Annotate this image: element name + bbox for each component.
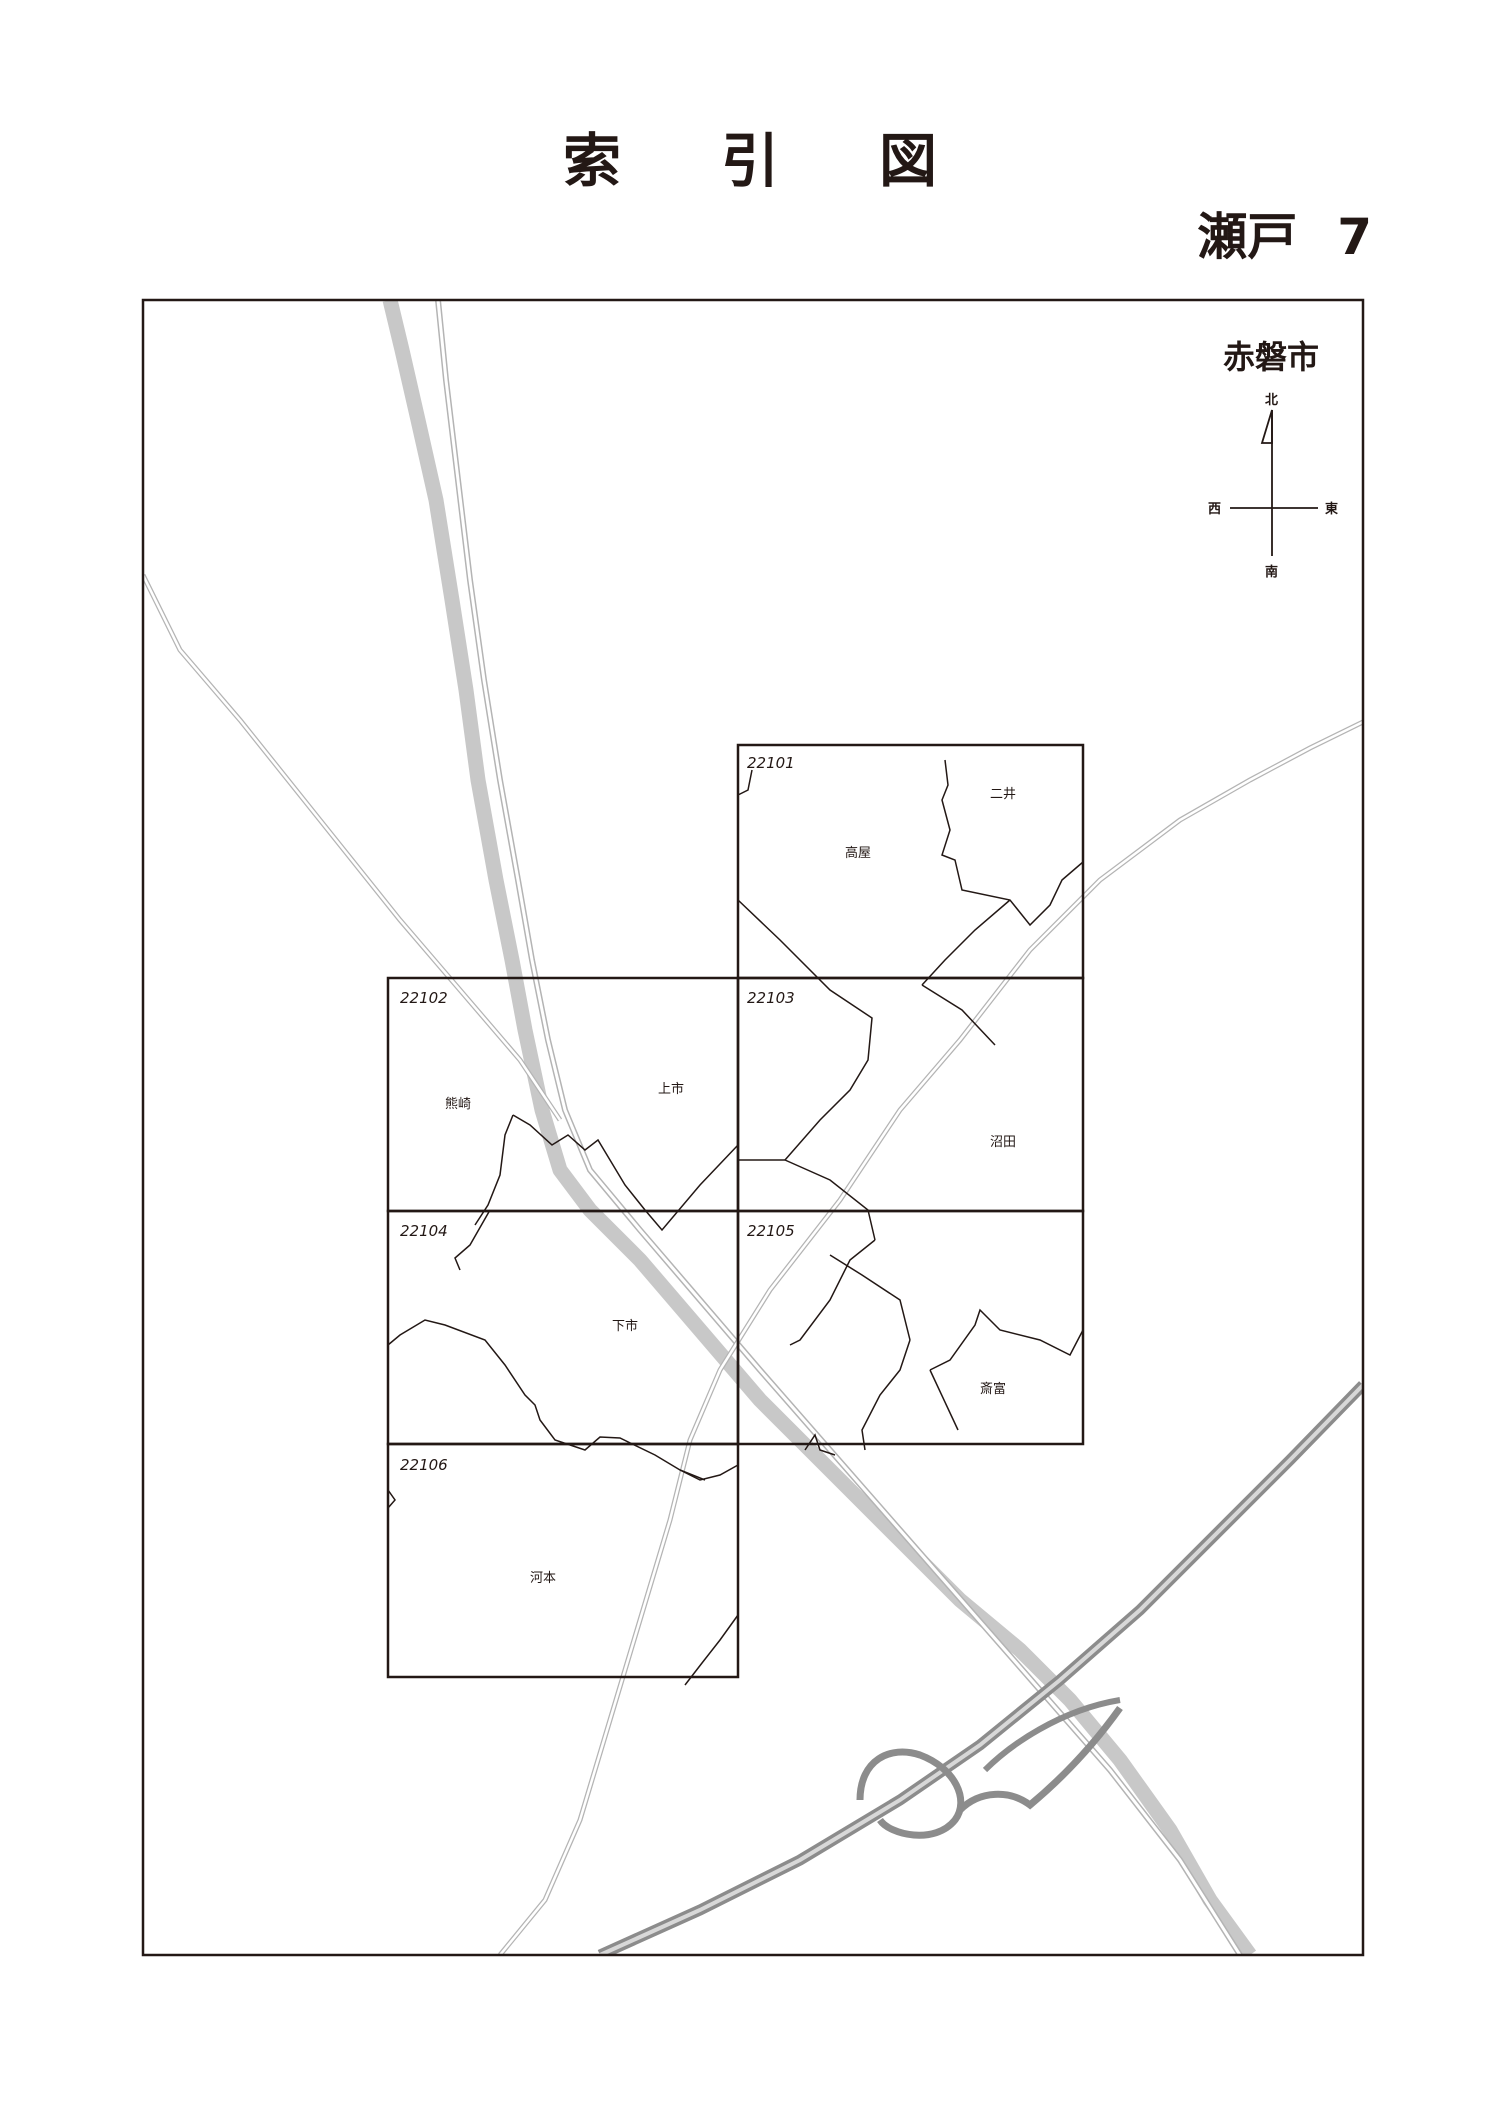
area-label: 河本 <box>530 1571 556 1586</box>
compass-south: 南 <box>1265 564 1278 580</box>
railway <box>435 300 1243 1955</box>
tile-code: 22102 <box>400 989 448 1007</box>
area-labels: 高屋 二井 熊崎 上市 沼田 下市 斎富 河本 <box>445 787 1016 1586</box>
compass-east: 東 <box>1325 501 1338 517</box>
tile-code: 22101 <box>747 754 795 772</box>
compass-icon <box>1230 409 1318 556</box>
city-label: 赤磐市 <box>1223 338 1319 376</box>
area-label: 上市 <box>658 1081 684 1097</box>
tile-grid <box>386 743 1085 1679</box>
sheet-number: 7 <box>1337 208 1372 266</box>
area-label: 高屋 <box>845 845 871 861</box>
tile-22105 <box>736 1209 1085 1446</box>
compass-west: 西 <box>1208 502 1221 517</box>
tile-code: 22106 <box>400 1456 448 1474</box>
compass-north: 北 <box>1265 393 1278 408</box>
expressway <box>597 1381 1363 1955</box>
area-label: 斎富 <box>980 1381 1006 1397</box>
sheet-name: 瀬戸 <box>1197 208 1298 266</box>
tile-22106 <box>386 1442 740 1679</box>
tile-code: 22104 <box>400 1222 448 1240</box>
area-label: 沼田 <box>990 1135 1016 1150</box>
page-title: 索引図 <box>562 127 1037 195</box>
tile-22101 <box>736 743 1085 980</box>
area-label: 二井 <box>990 787 1016 802</box>
tile-code: 22103 <box>747 989 795 1007</box>
interchange <box>856 1748 965 1839</box>
road-northeast <box>498 719 1363 1955</box>
area-label: 下市 <box>612 1318 638 1334</box>
compass-labels: 北 南 西 東 <box>1208 393 1338 580</box>
map-frame <box>141 298 1365 1957</box>
base-map <box>143 300 1363 1955</box>
tile-22104 <box>386 1209 740 1446</box>
tile-code: 22105 <box>747 1222 795 1240</box>
area-label: 熊崎 <box>445 1096 471 1112</box>
district-boundaries <box>387 759 1084 1686</box>
river <box>382 300 1257 1955</box>
tile-codes: 22101 22102 22103 22104 22105 22106 <box>400 754 795 1474</box>
